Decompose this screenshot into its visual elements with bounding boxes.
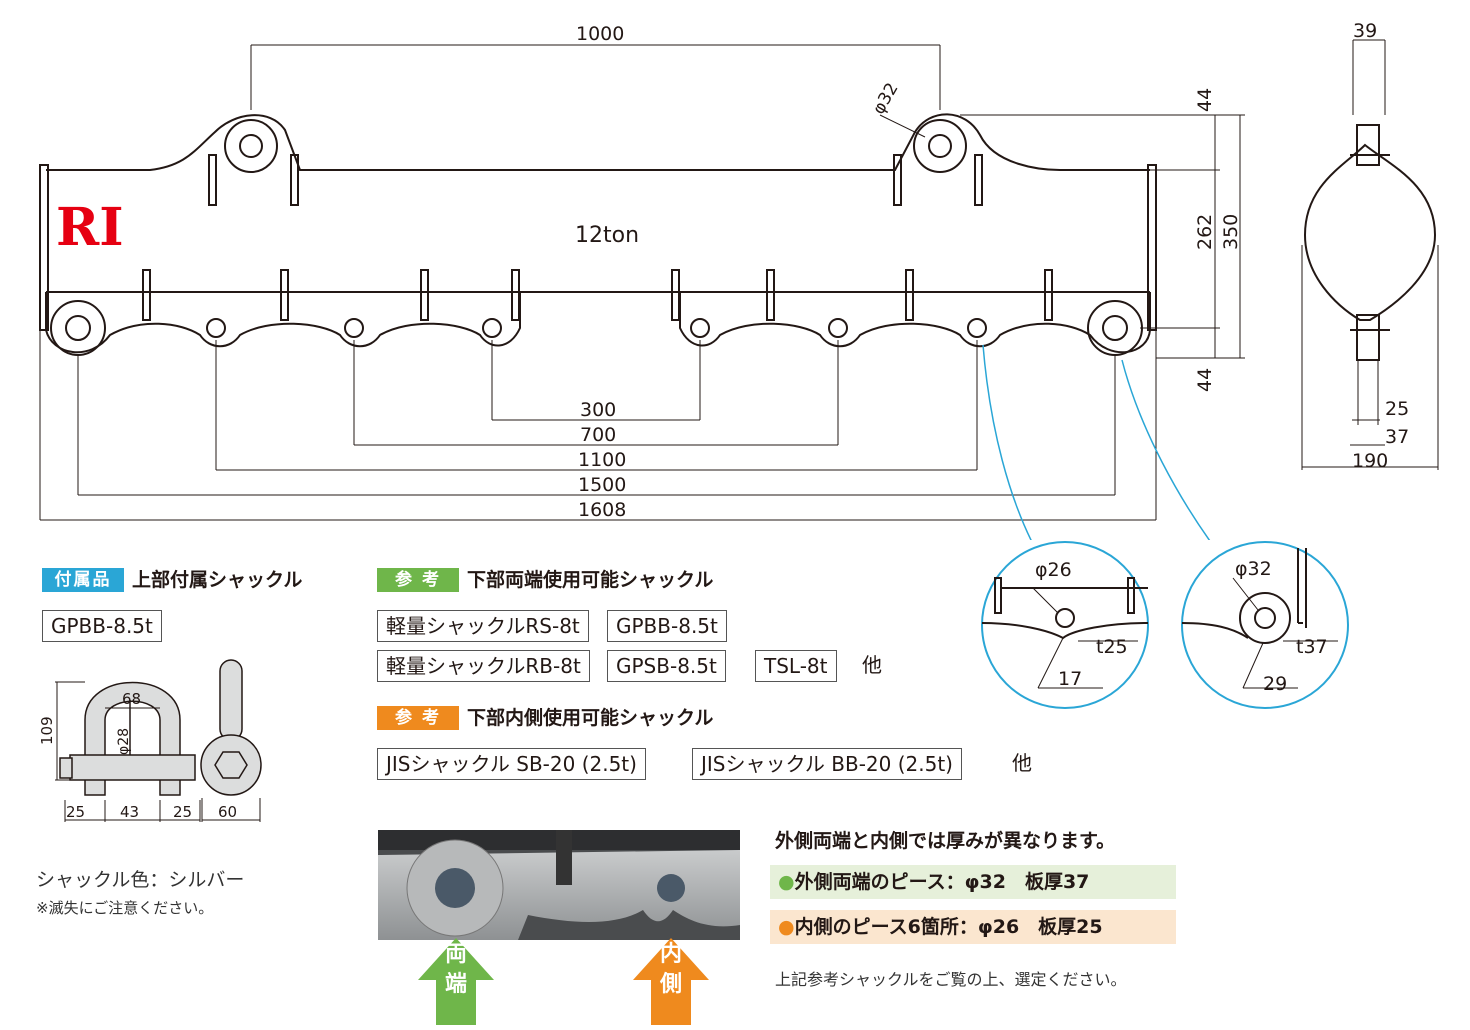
svg-text:1500: 1500 [578, 474, 626, 496]
ref-ends-title: 下部両端使用可能シャックル [467, 569, 714, 591]
svg-text:300: 300 [580, 399, 616, 421]
arrow-ends-label: 両端 [444, 942, 467, 997]
selection-note: 上記参考シャックルをご覧の上、選定ください。 [775, 970, 1127, 989]
shackle-drawing: 109 68 φ28 25 43 25 60 [38, 659, 262, 822]
ref-ends-item: GPBB-8.5t [607, 610, 727, 642]
main-drawing: RI 12ton 1000 φ32 300 700 1100 1500 1608… [39, 23, 1245, 540]
svg-text:17: 17 [1058, 668, 1082, 690]
svg-text:60: 60 [218, 803, 237, 821]
ref-ends-item: 軽量シャックルRS-8t [377, 610, 589, 642]
svg-text:t37: t37 [1296, 636, 1328, 658]
leader-inner-detail [982, 344, 1032, 540]
shackle-color-note: シャックル色：シルバー [36, 869, 245, 891]
accessory-model: GPBB-8.5t [42, 610, 162, 642]
accessory-tag: 付属品 [42, 568, 124, 592]
ref-inner-title: 下部内側使用可能シャックル [467, 707, 714, 729]
ref-ends-etc: 他 [862, 653, 882, 677]
svg-text:25: 25 [1385, 398, 1409, 420]
bullet-icon: ● [778, 916, 795, 938]
svg-text:109: 109 [38, 716, 56, 745]
bullet-icon: ● [778, 871, 795, 893]
ref-ends-tag: 参 考 [377, 568, 459, 592]
svg-text:68: 68 [122, 690, 141, 708]
ref-ends-item: TSL-8t [755, 650, 837, 682]
svg-text:37: 37 [1385, 426, 1409, 448]
thickness-outer: ●外側両端のピース：φ32 板厚37 [770, 865, 1176, 899]
left-end-plate [39, 164, 49, 331]
svg-text:29: 29 [1263, 673, 1287, 695]
right-end-plate [1147, 164, 1157, 331]
beam-scallop [45, 292, 1151, 354]
svg-text:44: 44 [1194, 368, 1216, 392]
thickness-inner: ●内側のピース6箇所：φ26 板厚25 [770, 910, 1176, 944]
svg-text:25: 25 [173, 803, 192, 821]
svg-text:190: 190 [1352, 450, 1388, 472]
svg-text:φ32: φ32 [869, 80, 903, 118]
svg-text:44: 44 [1194, 88, 1216, 112]
loss-note: ※滅失にご注意ください。 [36, 899, 214, 917]
ref-ends-item: 軽量シャックルRB-8t [377, 650, 590, 682]
svg-text:1000: 1000 [576, 23, 624, 45]
capacity-label: 12ton [575, 223, 639, 248]
detail-outer: φ32 t37 29 [1181, 541, 1349, 709]
arrow-inner [633, 938, 709, 1025]
svg-text:350: 350 [1220, 214, 1242, 250]
ref-inner-etc: 他 [1012, 751, 1032, 775]
svg-text:1100: 1100 [578, 449, 626, 471]
thickness-heading: 外側両端と内側では厚みが異なります。 [775, 830, 1116, 852]
ref-inner-item: JISシャックル SB-20 (2.5t) [377, 748, 646, 780]
detail-inner: φ26 t25 17 [981, 541, 1149, 709]
svg-text:t25: t25 [1096, 636, 1128, 658]
side-view: 39 25 37 190 [1301, 20, 1439, 472]
ref-inner-tag: 参 考 [377, 706, 459, 730]
logo: RI [56, 197, 124, 258]
svg-text:25: 25 [66, 803, 85, 821]
svg-text:φ28: φ28 [116, 728, 132, 755]
ref-inner-item: JISシャックル BB-20 (2.5t) [692, 748, 962, 780]
svg-text:700: 700 [580, 424, 616, 446]
beam-top-edge [46, 113, 1150, 171]
svg-text:39: 39 [1353, 20, 1377, 42]
svg-text:φ26: φ26 [1035, 559, 1072, 581]
arrow-ends [418, 938, 494, 1025]
svg-text:43: 43 [120, 803, 139, 821]
accessory-title: 上部付属シャックル [132, 569, 303, 591]
leader-outer-detail [1121, 359, 1211, 540]
svg-text:φ32: φ32 [1235, 558, 1272, 580]
svg-text:1608: 1608 [578, 499, 626, 521]
svg-text:262: 262 [1194, 214, 1216, 250]
ref-ends-item: GPSB-8.5t [607, 650, 726, 682]
arrow-inner-label: 内側 [659, 942, 682, 997]
photo [378, 830, 740, 1025]
